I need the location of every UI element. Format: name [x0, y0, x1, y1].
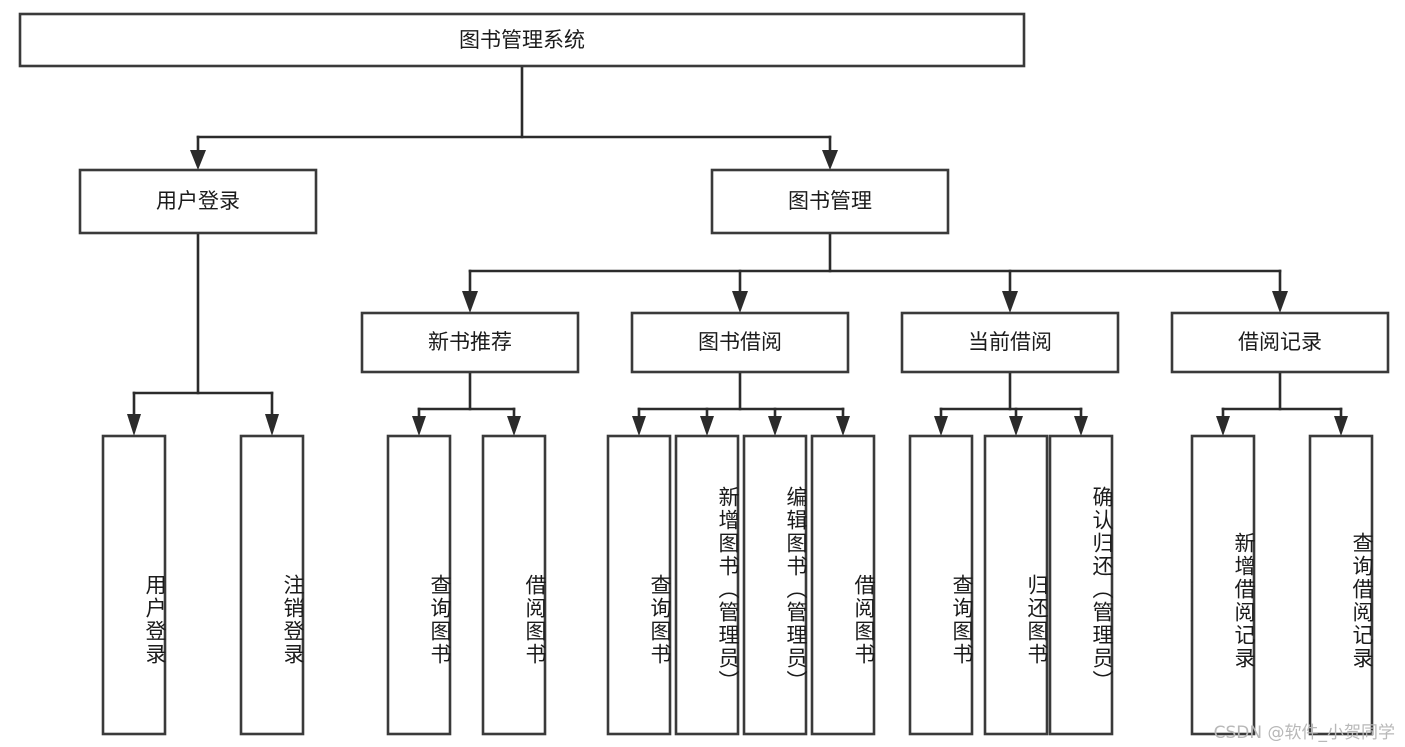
arrow-head-icon [1074, 416, 1088, 436]
arrow-head-icon [265, 414, 279, 436]
node-current-borrow-box[interactable] [900, 311, 1120, 374]
connectors-userlogin-to-leaves [127, 231, 279, 436]
leaf-box-query-book-1[interactable] [386, 434, 452, 736]
node-book-management[interactable]: 图书管理 [710, 168, 950, 235]
connectors-record-to-leaves [1216, 370, 1348, 436]
node-book-borrow[interactable]: 图书借阅 [630, 311, 850, 374]
connectors-newbook-to-leaves [412, 370, 521, 436]
arrow-head-icon [1334, 416, 1348, 436]
arrow-head-icon [822, 150, 838, 170]
node-root-label: 图书管理系统 [459, 28, 585, 52]
connectors-root-to-level2 [190, 64, 838, 170]
node-new-book-recommend[interactable]: 新书推荐 [360, 311, 580, 374]
leaf-box-add-borrow-record[interactable] [1190, 434, 1256, 736]
csdn-watermark: CSDN @软件_小贺同学 [1213, 723, 1395, 743]
arrow-head-icon [190, 150, 206, 170]
connectors-bookmgmt-to-level3 [462, 231, 1288, 313]
node-root[interactable]: 图书管理系统 [18, 12, 1026, 68]
arrow-head-icon [768, 416, 782, 436]
leaf-box-return-book[interactable] [983, 434, 1049, 736]
node-root-box[interactable] [18, 12, 1026, 68]
leaf-box-query-book-2[interactable] [606, 434, 672, 736]
node-user-login[interactable]: 用户登录 [78, 168, 318, 235]
arrow-head-icon [127, 414, 141, 436]
arrow-head-icon [1002, 291, 1018, 313]
node-book-borrow-box[interactable] [630, 311, 850, 374]
arrow-head-icon [934, 416, 948, 436]
node-borrow-record[interactable]: 借阅记录 [1170, 311, 1390, 374]
node-current-borrow-label: 当前借阅 [968, 330, 1052, 354]
node-book-borrow-label: 图书借阅 [698, 330, 782, 354]
node-new-book-recommend-box[interactable] [360, 311, 580, 374]
connectors-current-to-leaves [934, 370, 1088, 436]
leaf-boxes [101, 434, 1374, 736]
node-current-borrow[interactable]: 当前借阅 [900, 311, 1120, 374]
leaf-box-borrow-book-2[interactable] [810, 434, 876, 736]
arrow-head-icon [412, 416, 426, 436]
arrow-head-icon [507, 416, 521, 436]
node-borrow-record-box[interactable] [1170, 311, 1390, 374]
leaf-box-user-login[interactable] [101, 434, 167, 736]
leaf-box-borrow-book-1[interactable] [481, 434, 547, 736]
node-book-management-box[interactable] [710, 168, 950, 235]
node-borrow-record-label: 借阅记录 [1238, 330, 1322, 354]
arrow-head-icon [1216, 416, 1230, 436]
leaf-box-edit-book-admin[interactable] [742, 434, 808, 736]
arrow-head-icon [1272, 291, 1288, 313]
leaf-box-logout[interactable] [239, 434, 305, 736]
arrow-head-icon [836, 416, 850, 436]
leaf-box-confirm-return-admin[interactable] [1048, 434, 1114, 736]
arrow-head-icon [1009, 416, 1023, 436]
leaf-box-query-book-3[interactable] [908, 434, 974, 736]
node-new-book-recommend-label: 新书推荐 [428, 330, 512, 354]
leaf-box-query-borrow-record[interactable] [1308, 434, 1374, 736]
arrow-head-icon [462, 291, 478, 313]
arrow-head-icon [700, 416, 714, 436]
arrow-head-icon [732, 291, 748, 313]
leaf-box-add-book-admin[interactable] [674, 434, 740, 736]
connectors-borrow-to-leaves [632, 370, 850, 436]
arrow-head-icon [632, 416, 646, 436]
node-user-login-label: 用户登录 [156, 189, 240, 213]
node-user-login-box[interactable] [78, 168, 318, 235]
node-book-management-label: 图书管理 [788, 189, 872, 213]
